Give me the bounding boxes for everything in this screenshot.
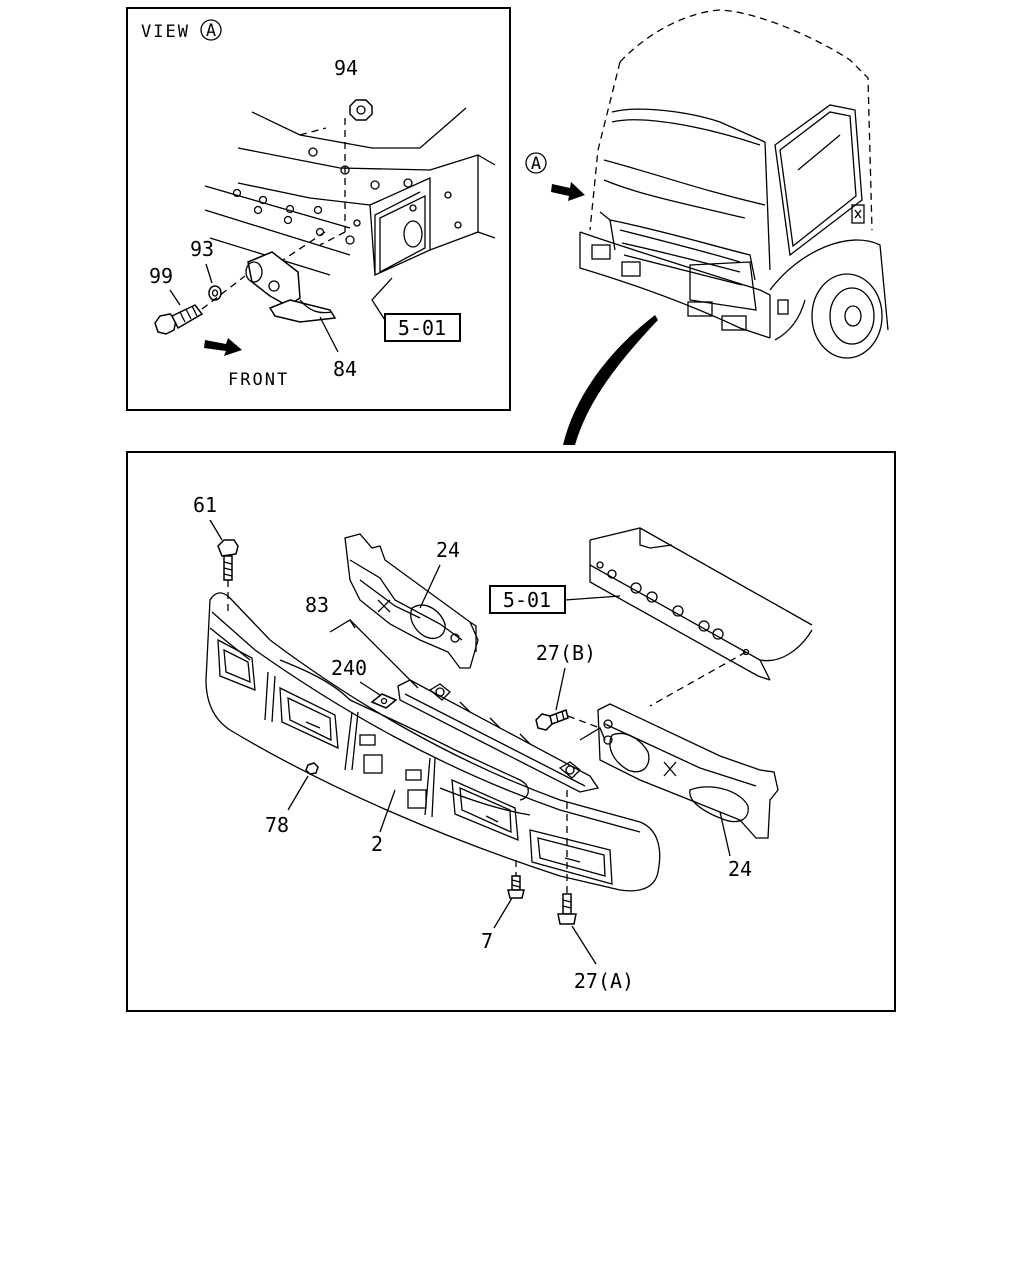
washer-93: [208, 285, 222, 301]
part-label-94: 94: [334, 56, 358, 80]
ref-box-frame: [384, 313, 461, 342]
part-label-2: 2: [371, 832, 383, 856]
truck-view-marker-circle: [525, 152, 547, 174]
truck-view: A: [525, 9, 889, 445]
bumper-body: [205, 592, 661, 892]
mounting-rail: [397, 679, 600, 793]
nut-94: [349, 99, 373, 121]
callout-sweep-arrow-icon: [563, 315, 658, 445]
view-direction-arrow-icon: [551, 182, 585, 201]
bolt-99: [154, 304, 204, 335]
part-label-27a: 27(A): [574, 969, 634, 993]
part-label-24-upper: 24: [436, 538, 460, 562]
part-label-27b: 27(B): [536, 641, 596, 665]
part-label-61: 61: [193, 493, 217, 517]
part-label-78: 78: [265, 813, 289, 837]
ref-box-label-inset: 5-01: [398, 316, 446, 340]
bracket-upper-24: [344, 533, 479, 669]
part-label-84: 84: [333, 357, 357, 381]
bumper-diagram: 61: [126, 451, 896, 1012]
bolt-27b: [535, 709, 569, 731]
truck-cab-drawing: [579, 9, 889, 359]
nut-78: [305, 762, 319, 775]
part-label-240: 240: [331, 656, 367, 680]
front-label: FRONT: [228, 370, 289, 390]
part-label-24-lower: 24: [728, 857, 752, 881]
part-label-93: 93: [190, 237, 214, 261]
ref-box-label-bumper: 5-01: [503, 588, 551, 612]
part-label-7: 7: [481, 929, 493, 953]
truck-view-marker-letter: A: [531, 154, 541, 174]
part-label-83: 83: [305, 593, 329, 617]
front-arrow-icon: [204, 338, 242, 356]
view-marker-circle: [200, 19, 222, 41]
bumper-frame: [126, 451, 896, 1012]
view-title: VIEW: [141, 22, 190, 42]
bolt-61: [217, 539, 239, 581]
bolt-27a: [557, 893, 577, 925]
bracket-lower-24: [597, 703, 779, 839]
clip-240: [370, 693, 398, 709]
bumper-frame-rail: [589, 527, 813, 681]
screw-7: [507, 875, 525, 899]
hook-84: [245, 251, 337, 323]
frame-rail-drawing: [204, 107, 496, 276]
view-a-frame: [126, 7, 511, 411]
view-marker-letter: A: [206, 21, 216, 41]
part-label-99: 99: [149, 264, 173, 288]
view-a-inset: VIEW A: [126, 7, 511, 411]
